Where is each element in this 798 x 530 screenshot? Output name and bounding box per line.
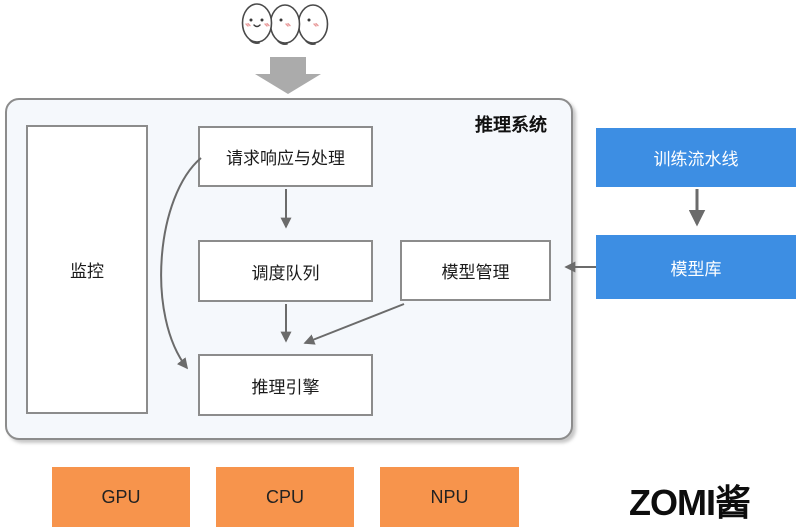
scheduling-queue-node: 调度队列	[198, 240, 373, 302]
down-block-arrow-icon	[255, 57, 321, 94]
monitoring-label: 监控	[70, 262, 104, 281]
inference-engine-node: 推理引擎	[198, 354, 373, 416]
model-management-node: 模型管理	[400, 240, 551, 301]
request-processing-label: 请求响应与处理	[226, 149, 345, 168]
gpu-node: GPU	[52, 467, 190, 527]
model-management-label: 模型管理	[441, 263, 510, 282]
model-repository-node: 模型库	[596, 235, 796, 299]
monitoring-node: 监控	[26, 125, 148, 414]
cpu-node: CPU	[216, 467, 354, 527]
model-repository-label: 模型库	[670, 259, 722, 279]
training-pipeline-label: 训练流水线	[653, 150, 739, 169]
scheduling-queue-label: 调度队列	[251, 263, 320, 283]
mascot-characters-image	[241, 3, 329, 45]
training-pipeline-node: 训练流水线	[596, 128, 796, 187]
npu-node: NPU	[380, 467, 519, 527]
zomi-logo: ZOMI酱	[629, 482, 751, 523]
cpu-label: CPU	[265, 486, 304, 507]
request-processing-node: 请求响应与处理	[198, 126, 373, 187]
system-title: 推理系统	[475, 115, 547, 135]
gpu-label: GPU	[101, 486, 141, 507]
npu-label: NPU	[430, 486, 469, 507]
inference-engine-label: 推理引擎	[251, 377, 320, 397]
